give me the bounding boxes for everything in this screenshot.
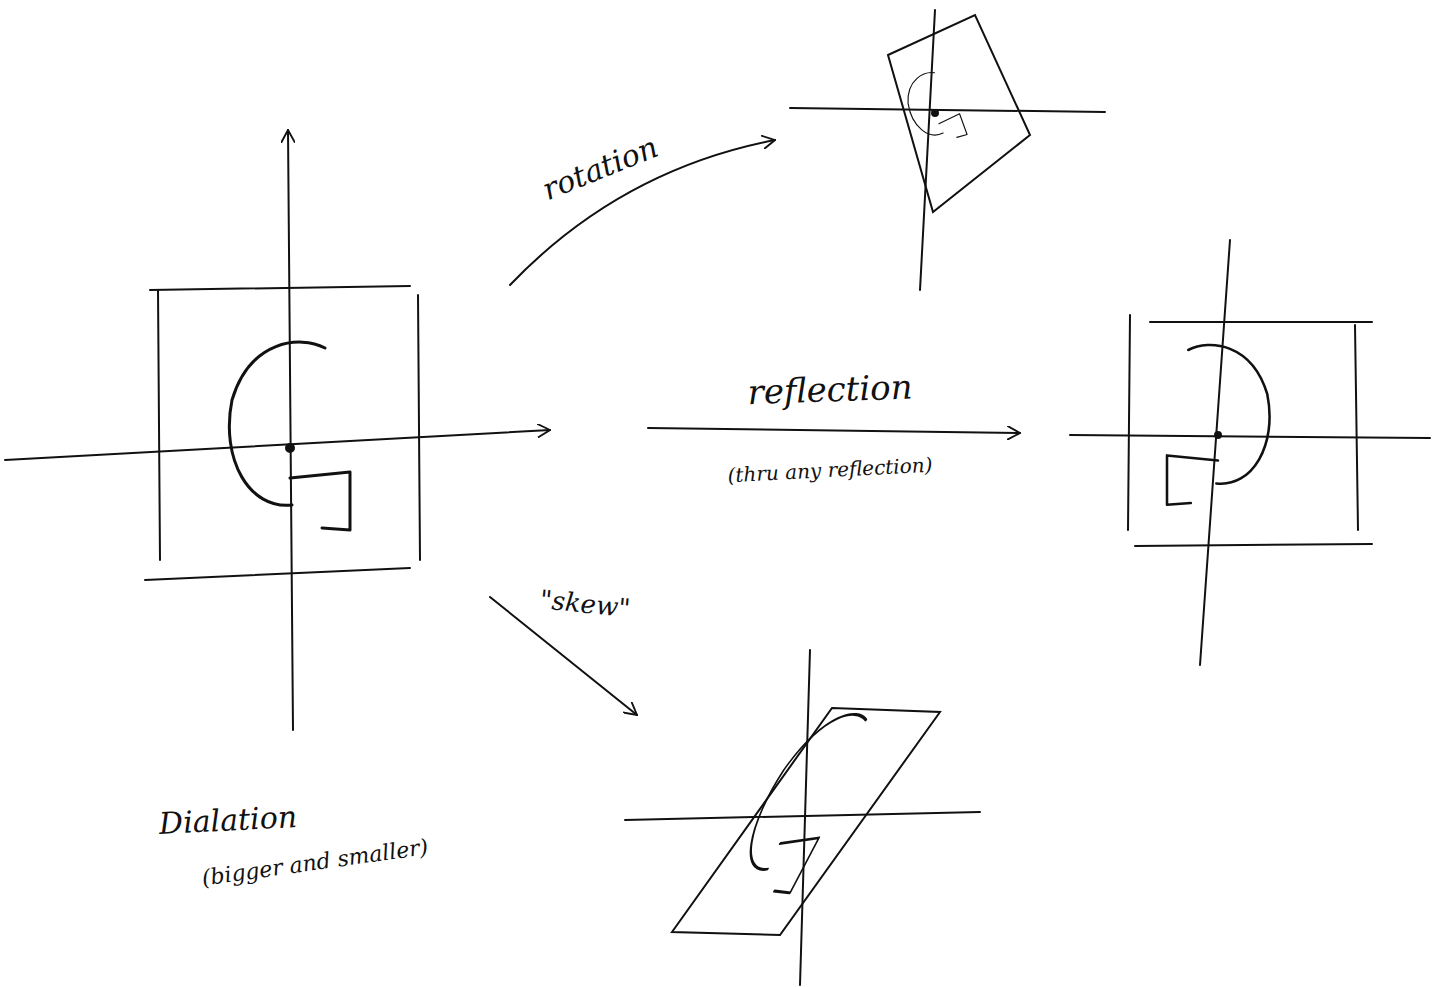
- skewed-figure: [625, 650, 980, 985]
- dilation-note: (bigger and smaller): [200, 835, 429, 891]
- reflection-note: (thru any reflection): [727, 454, 933, 487]
- reflection-arrow: [648, 428, 1020, 433]
- dilation-label: Dialation: [158, 800, 298, 840]
- rotated-figure: [790, 10, 1105, 290]
- reflected-figure: [1070, 240, 1430, 665]
- reflection-label: reflection: [747, 368, 913, 411]
- original-figure: [5, 130, 550, 730]
- skew-label: "skew": [538, 585, 631, 623]
- rotation-label: rotation: [538, 130, 663, 206]
